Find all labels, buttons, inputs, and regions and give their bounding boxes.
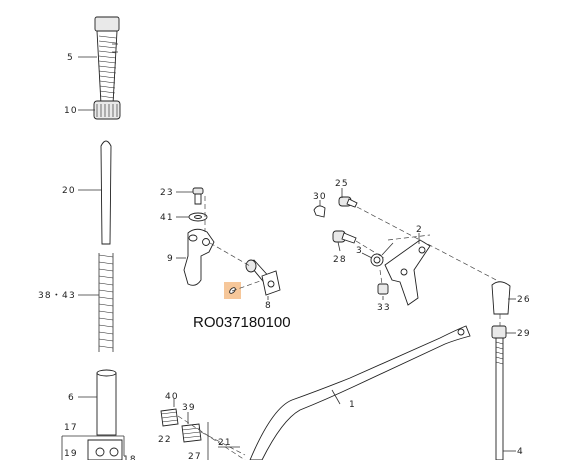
callout-17: 17 [64, 423, 78, 433]
long-lever-part-1 [249, 325, 471, 460]
callout-2: 2 [416, 225, 423, 235]
spring-part-3 [370, 242, 394, 267]
screw-part-25 [338, 196, 358, 208]
pin-part-30 [313, 205, 326, 218]
callout-22: 22 [158, 435, 172, 445]
part-code-label: RO037180100 [193, 314, 291, 331]
set-screw-part-40 [160, 408, 179, 427]
screw-part-33 [377, 283, 389, 295]
callout-1: 1 [349, 400, 356, 410]
screw-part-28 [332, 230, 357, 244]
spring-part-38-43 [98, 253, 114, 352]
cap-part-26 [491, 281, 511, 315]
callout-20: 20 [62, 186, 76, 196]
callout-3: 3 [356, 246, 363, 256]
callout-27: 27 [188, 452, 202, 460]
callout-38-43: 38・43 [38, 291, 76, 301]
dash-lines-right [355, 206, 501, 326]
callout-6: 6 [68, 393, 75, 403]
set-screw-part-39 [181, 423, 202, 443]
adjusting-screw-part-5 [94, 16, 120, 105]
leader-lines-middle [176, 191, 269, 300]
callout-28: 28 [333, 255, 347, 265]
leader-lines-left [61, 56, 125, 460]
callout-26: 26 [517, 295, 531, 305]
callout-39: 39 [182, 403, 196, 413]
washer-part-41 [188, 212, 208, 222]
callout-4: 4 [517, 447, 524, 457]
nut-part-10 [93, 100, 121, 120]
callout-23: 23 [160, 188, 174, 198]
rod-part-20 [100, 140, 112, 245]
callout-8: 8 [265, 301, 272, 311]
callout-5: 5 [67, 53, 74, 63]
callout-19: 19 [64, 449, 78, 459]
callout-18: 18 [123, 455, 137, 460]
nut-part-29 [491, 325, 507, 339]
callout-21: 21 [218, 438, 232, 448]
leader-lines-right [319, 188, 516, 452]
callout-41: 41 [160, 213, 174, 223]
dash-lines-bottom [173, 399, 246, 460]
callout-29: 29 [517, 329, 531, 339]
bracket-part-19 [87, 439, 123, 460]
shaft-part-8 [245, 259, 281, 296]
callout-40: 40 [165, 392, 179, 402]
callout-30: 30 [313, 192, 327, 202]
lever-part-9 [183, 228, 215, 286]
dash-lines-middle [204, 196, 264, 292]
callout-25: 25 [335, 179, 349, 189]
screw-part-23 [192, 187, 204, 205]
callout-10: 10 [64, 106, 78, 116]
callout-33: 33 [377, 303, 391, 313]
sleeve-part-6 [96, 369, 117, 436]
bracket-part-2 [384, 239, 431, 306]
callout-labels: 5 10 20 38・43 6 17 19 18 23 41 9 8 30 25… [38, 53, 531, 460]
rod-part-4 [495, 337, 504, 460]
callout-9: 9 [167, 254, 174, 264]
